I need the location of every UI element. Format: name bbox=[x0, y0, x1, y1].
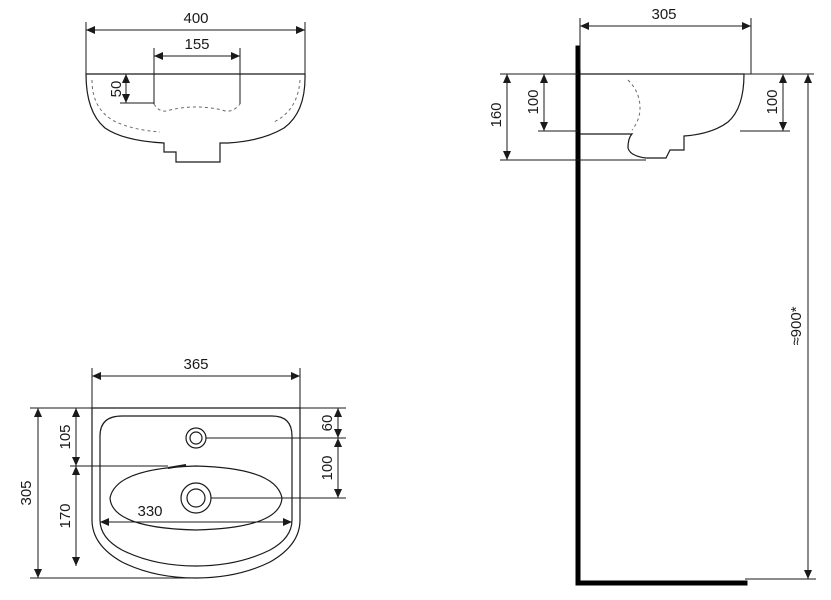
front-elevation-view: 400 155 50 bbox=[85, 10, 306, 163]
dim-label-60: 60 bbox=[319, 415, 336, 432]
dim-label-155: 155 bbox=[184, 36, 209, 53]
dim-label-50: 50 bbox=[108, 81, 125, 98]
dim-label-160: 160 bbox=[488, 102, 505, 127]
dim-label-400: 400 bbox=[183, 10, 208, 27]
dim-label-105: 105 bbox=[57, 424, 74, 449]
plan-view: 365 305 105 170 60 100 330 bbox=[18, 356, 346, 579]
dim-label-365: 365 bbox=[183, 356, 208, 373]
dim-label-900: ≈900* bbox=[788, 306, 805, 345]
dim-label-100-left: 100 bbox=[525, 89, 542, 114]
bowl-side-hidden bbox=[627, 79, 641, 131]
dim-label-170: 170 bbox=[57, 503, 74, 528]
bowl-hidden-line-right bbox=[273, 79, 301, 123]
dim-label-100-plan: 100 bbox=[319, 455, 336, 480]
dim-label-305-plan: 305 bbox=[18, 480, 35, 505]
basin-plan-outline bbox=[91, 407, 301, 579]
side-elevation-view: 305 160 100 100 ≈900* bbox=[488, 6, 816, 586]
dim-label-330: 330 bbox=[137, 503, 162, 520]
tap-hole-outer bbox=[185, 427, 207, 449]
drain-hole-inner bbox=[186, 488, 206, 508]
basin-front-outline bbox=[85, 73, 306, 163]
bowl-plan-inner bbox=[99, 415, 293, 567]
drain-hole-outer bbox=[180, 482, 212, 514]
drain-hidden-line bbox=[153, 103, 241, 112]
dim-label-305-side: 305 bbox=[651, 6, 676, 23]
wall-line bbox=[575, 45, 748, 586]
dim-label-100-right: 100 bbox=[764, 89, 781, 114]
overflow-slot bbox=[167, 464, 187, 469]
tap-hole-inner bbox=[189, 431, 203, 445]
basin-side-outline bbox=[580, 73, 745, 159]
